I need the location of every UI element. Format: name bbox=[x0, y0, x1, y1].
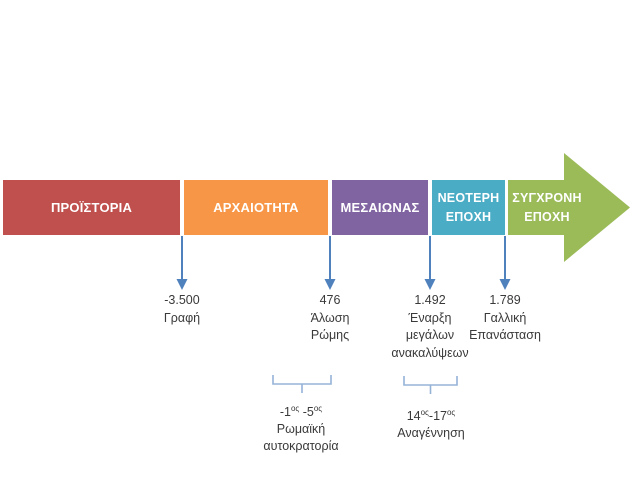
event-line: Ρώμης bbox=[310, 328, 350, 342]
event-writing: -3.500 Γραφή bbox=[122, 292, 242, 327]
event-great-discoveries: 1.492 Έναρξη μεγάλων ανακαλύψεων bbox=[370, 292, 490, 362]
brace-icon bbox=[272, 375, 332, 393]
down-arrow-icon bbox=[499, 236, 511, 290]
down-arrow-icon bbox=[424, 236, 436, 290]
period-proistoria: ΠΡΟΪΣΤΟΡΙΑ bbox=[3, 180, 180, 235]
period-mesaionas: ΜΕΣΑΙΩΝΑΣ bbox=[332, 180, 428, 235]
period-label: ΜΕΣΑΙΩΝΑΣ bbox=[340, 200, 420, 215]
event-line: ανακαλύψεων bbox=[391, 345, 469, 360]
brace-icon bbox=[403, 376, 458, 394]
down-arrow-icon bbox=[176, 236, 188, 290]
span-renaissance: 14ος-17ος Αναγέννηση bbox=[366, 408, 496, 442]
period-label: ΝΕΟΤΕΡΗ ΕΠΟΧΗ bbox=[437, 190, 500, 224]
event-line: Γαλλική bbox=[483, 310, 527, 325]
span-roman-empire: -1ος -5ος Ρωμαϊκή αυτοκρατορία bbox=[236, 404, 366, 455]
event-line: Άλωση bbox=[310, 310, 350, 325]
span-range: 14ος-17ος bbox=[406, 407, 456, 423]
event-year: 1.492 bbox=[414, 293, 446, 307]
event-year: 476 bbox=[319, 293, 341, 307]
period-label: ΠΡΟΪΣΤΟΡΙΑ bbox=[50, 200, 133, 215]
span-line: αυτοκρατορία bbox=[263, 439, 339, 453]
period-sygchroni-epochi: ΣΥΓΧΡΟΝΗ ΕΠΟΧΗ bbox=[508, 151, 632, 264]
event-line: Έναρξη bbox=[408, 310, 452, 325]
event-year: -3.500 bbox=[164, 293, 200, 307]
event-fall-of-rome: 476 Άλωση Ρώμης bbox=[270, 292, 390, 345]
event-french-revolution: 1.789 Γαλλική Επανάσταση bbox=[445, 292, 565, 345]
span-line: Αναγέννηση bbox=[397, 426, 465, 440]
span-line: Ρωμαϊκή bbox=[276, 422, 326, 436]
period-label: ΣΥΓΧΡΟΝΗ ΕΠΟΧΗ bbox=[512, 190, 582, 224]
event-line: Επανάσταση bbox=[469, 328, 541, 342]
event-line: Γραφή bbox=[163, 310, 201, 325]
timeline-arrowhead-icon bbox=[508, 153, 630, 262]
period-label: ΑΡΧΑΙΟΤΗΤΑ bbox=[213, 200, 299, 215]
span-range: -1ος -5ος bbox=[279, 403, 323, 419]
period-neoteri-epochi: ΝΕΟΤΕΡΗ ΕΠΟΧΗ bbox=[432, 180, 505, 235]
event-year: 1.789 bbox=[489, 293, 521, 307]
down-arrow-icon bbox=[324, 236, 336, 290]
event-line: μεγάλων bbox=[405, 328, 455, 342]
period-archaiotita: ΑΡΧΑΙΟΤΗΤΑ bbox=[184, 180, 328, 235]
